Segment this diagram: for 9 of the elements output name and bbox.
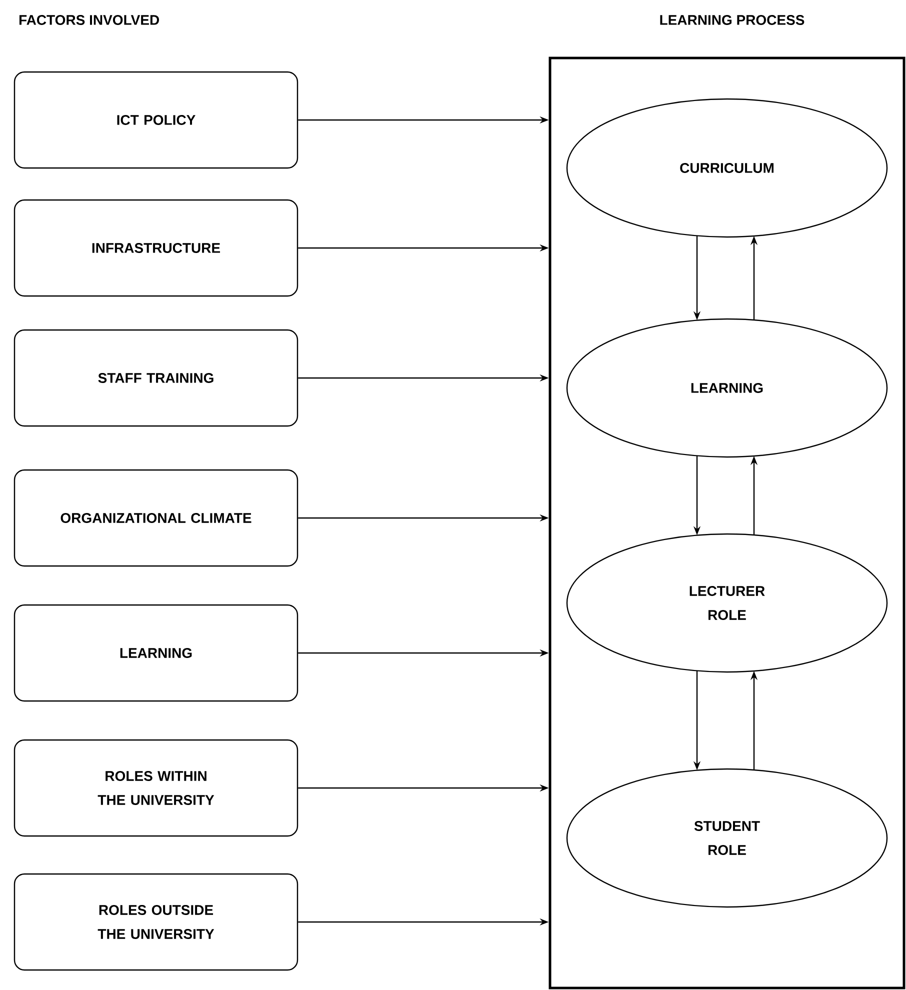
- factor-box: ORGANIZATIONAL CLIMATE: [14, 469, 298, 567]
- factor-box: ROLES WITHIN THE UNIVERSITY: [14, 739, 298, 837]
- factor-box: STAFF TRAINING: [14, 329, 298, 427]
- factor-box: INFRASTRUCTURE: [14, 199, 298, 297]
- factor-box: ICT POLICY: [14, 71, 298, 169]
- column-heading: FACTORS INVOLVED: [19, 15, 159, 25]
- factor-box: LEARNING: [14, 604, 298, 702]
- frame-heading: LEARNING PROCESS: [660, 15, 804, 25]
- factor-box: ROLES OUTSIDE THE UNIVERSITY: [14, 873, 298, 971]
